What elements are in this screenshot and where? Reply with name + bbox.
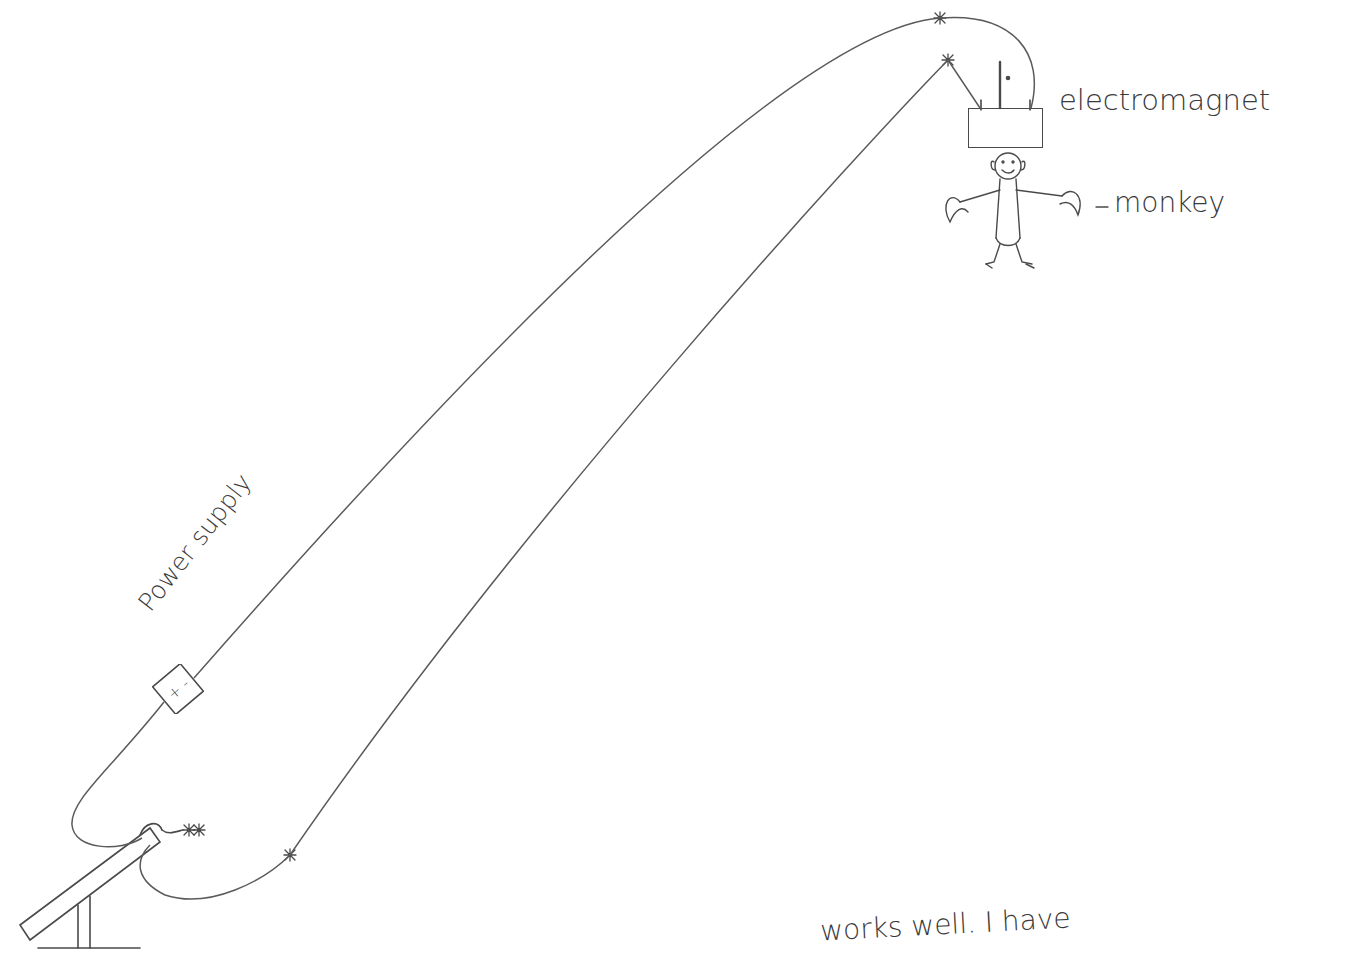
- component-label: Power supply: [132, 468, 257, 617]
- component-label: electromagnet: [1059, 83, 1270, 117]
- handwritten-note: works well. I have: [819, 901, 1071, 947]
- leader-dash: [1096, 206, 1108, 207]
- box-outline-shape: [153, 664, 204, 714]
- polarity-marks: + -: [164, 675, 193, 703]
- power-supply-box: Power supply+ -: [152, 664, 204, 714]
- monkey-figure: [946, 153, 1108, 268]
- dot: [1007, 77, 1010, 80]
- lever-switch: [20, 824, 183, 948]
- wire: [72, 60, 980, 899]
- callout-label: monkey: [1114, 186, 1225, 219]
- junction-stars: [183, 12, 954, 861]
- wire: [194, 17, 1034, 678]
- magnet-post: [999, 62, 1001, 108]
- electromagnet-box: electromagnet: [968, 108, 1043, 148]
